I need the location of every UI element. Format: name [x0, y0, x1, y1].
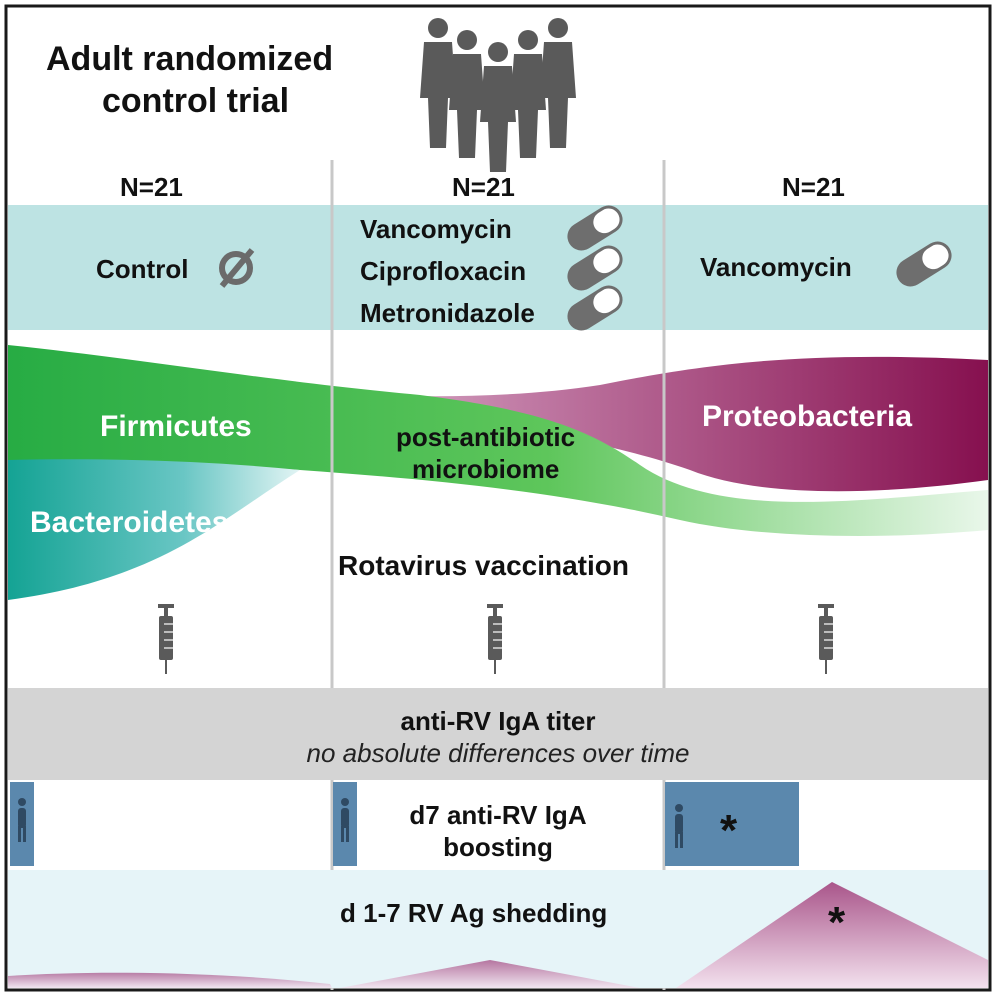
arm-1-n: N=21 — [120, 172, 183, 202]
pill-capsule-icon — [896, 241, 952, 287]
firmicutes-flow — [8, 345, 988, 536]
post-antibiotic-label-1: post-antibiotic — [396, 422, 576, 452]
proteobacteria-label: Proteobacteria — [702, 400, 913, 433]
vaccination-label: Rotavirus vaccination — [338, 550, 629, 581]
iga-titer-heading: anti-RV IgA titer — [400, 706, 596, 736]
arm-3-treatment: Vancomycin — [700, 252, 852, 282]
title-line-1: Adult randomized — [46, 40, 334, 78]
shedding-peak-triple — [340, 960, 640, 988]
pill-capsule-icon — [567, 285, 623, 331]
boosting-label-1: d7 anti-RV IgA — [409, 800, 587, 830]
syringe-icon — [158, 604, 174, 674]
syringe-icon — [818, 604, 834, 674]
person-icon — [341, 798, 349, 842]
arm-2-treatment-3: Metronidazole — [360, 298, 535, 328]
arm-2-treatment-2: Ciprofloxacin — [360, 256, 527, 286]
shedding-peak-vancomycin — [676, 882, 988, 988]
boosting-bar-vancomycin — [665, 782, 799, 866]
empty-set-icon — [219, 248, 255, 288]
pill-capsule-icon — [567, 205, 623, 251]
people-group-icon — [420, 18, 576, 172]
pill-capsule-icon — [567, 245, 623, 291]
iga-titer-band — [8, 688, 988, 780]
boosting-label-2: boosting — [443, 832, 553, 862]
proteobacteria-flow — [150, 356, 988, 492]
boosting-significance-star: * — [720, 806, 738, 855]
syringe-icon — [487, 604, 503, 674]
arm-1-treatment: Control — [96, 254, 189, 284]
shedding-peak-control — [8, 972, 332, 988]
person-icon — [675, 804, 683, 848]
treatment-band — [8, 205, 988, 330]
bacteroidetes-label: Bacteroidetes — [30, 506, 229, 539]
title-line-2: control trial — [102, 82, 290, 120]
shedding-significance-star: * — [828, 898, 846, 947]
post-antibiotic-label-2: microbiome — [412, 454, 560, 484]
bacteroidetes-flow — [8, 459, 300, 600]
shedding-label: d 1-7 RV Ag shedding — [340, 898, 608, 928]
person-icon — [18, 798, 26, 842]
firmicutes-label: Firmicutes — [100, 410, 252, 443]
arm-2-treatment-1: Vancomycin — [360, 214, 512, 244]
iga-titer-note: no absolute differences over time — [306, 738, 690, 768]
arm-2-n: N=21 — [452, 172, 515, 202]
arm-3-n: N=21 — [782, 172, 845, 202]
